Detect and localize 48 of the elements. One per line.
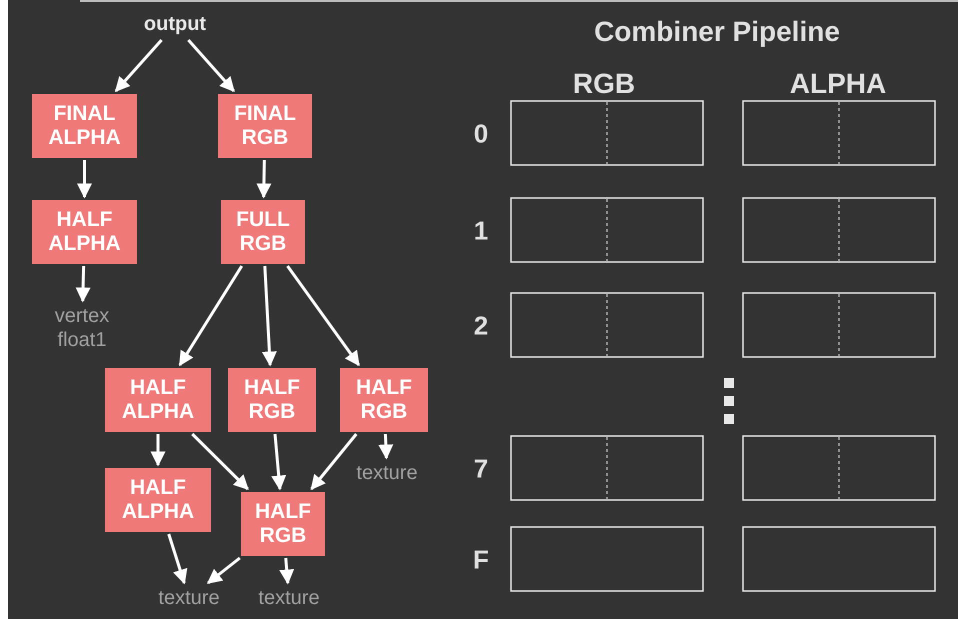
- stage-box: HALF ALPHA: [32, 200, 137, 264]
- stage-box: HALF ALPHA: [105, 468, 211, 532]
- arrow: [191, 432, 249, 490]
- arrow: [279, 558, 294, 584]
- combiner-stage-box: [510, 435, 704, 501]
- combiner-stage-box: [510, 526, 704, 592]
- combiner-stage-box: [742, 292, 936, 358]
- combiner-stage-box: [510, 197, 704, 263]
- stage-box: HALF RGB: [241, 492, 325, 556]
- stage-box: FULL RGB: [221, 200, 305, 264]
- combiner-stage-box: [510, 100, 704, 166]
- arrow: [114, 39, 163, 92]
- stage-box: HALF RGB: [340, 368, 428, 432]
- column-header: RGB: [572, 68, 636, 100]
- arrow: [310, 433, 358, 490]
- input-label: texture: [249, 586, 329, 610]
- arrow: [286, 265, 360, 366]
- arrow: [256, 160, 272, 198]
- arrow: [187, 39, 235, 92]
- arrow: [262, 266, 277, 366]
- input-label: texture: [347, 461, 427, 485]
- row-number: 1: [474, 216, 488, 246]
- combiner-stage-box: [742, 526, 936, 592]
- arrow: [167, 534, 188, 584]
- arrow: [271, 434, 286, 490]
- stage-box: FINAL ALPHA: [32, 94, 137, 158]
- row-number: 7: [474, 454, 488, 484]
- column-header: ALPHA: [790, 68, 886, 100]
- row-number: 0: [474, 118, 488, 150]
- combiner-stage-box: [510, 292, 704, 358]
- arrow: [378, 434, 394, 460]
- stage-box: HALF RGB: [228, 368, 316, 432]
- arrow: [178, 265, 244, 366]
- arrow: [150, 434, 166, 466]
- arrow: [206, 556, 241, 584]
- combiner-stage-box: [742, 100, 936, 166]
- arrow: [77, 160, 92, 198]
- row-number: 2: [474, 310, 488, 342]
- combiner-stage-box: [742, 435, 936, 501]
- input-label: texture: [149, 586, 229, 610]
- input-label: vertex float1: [42, 304, 122, 354]
- stage-box: HALF ALPHA: [105, 368, 211, 432]
- combiner-stage-box: [742, 197, 936, 263]
- output-label: output: [120, 12, 230, 38]
- stage-box: FINAL RGB: [218, 94, 312, 158]
- arrow: [76, 266, 91, 302]
- row-number: F: [473, 544, 489, 576]
- panel-title: Combiner Pipeline: [594, 16, 840, 48]
